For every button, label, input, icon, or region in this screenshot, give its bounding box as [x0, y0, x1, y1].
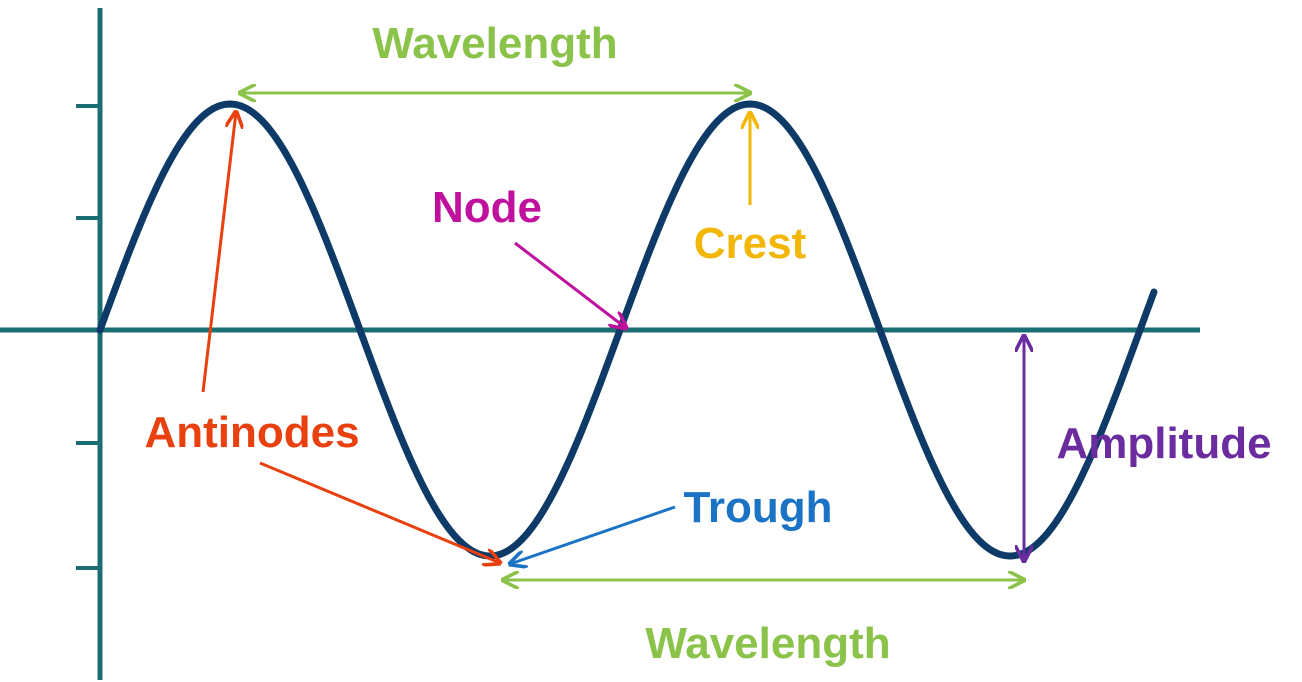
trough-label: Trough: [683, 483, 832, 532]
antinode-arrow-trough: [259, 461, 500, 563]
node-arrow: [514, 241, 626, 328]
trough-arrow: [510, 505, 676, 564]
crest-label: Crest: [694, 219, 807, 268]
wavelength-top-label: Wavelength: [372, 19, 617, 68]
sine-wave: [96, 100, 1158, 560]
antinode-arrow-crest: [201, 112, 236, 393]
antinodes-label: Antinodes: [144, 408, 359, 457]
node-label: Node: [432, 183, 542, 232]
amplitude-label: Amplitude: [1056, 419, 1271, 468]
wavelength-bottom-label: Wavelength: [645, 619, 890, 668]
